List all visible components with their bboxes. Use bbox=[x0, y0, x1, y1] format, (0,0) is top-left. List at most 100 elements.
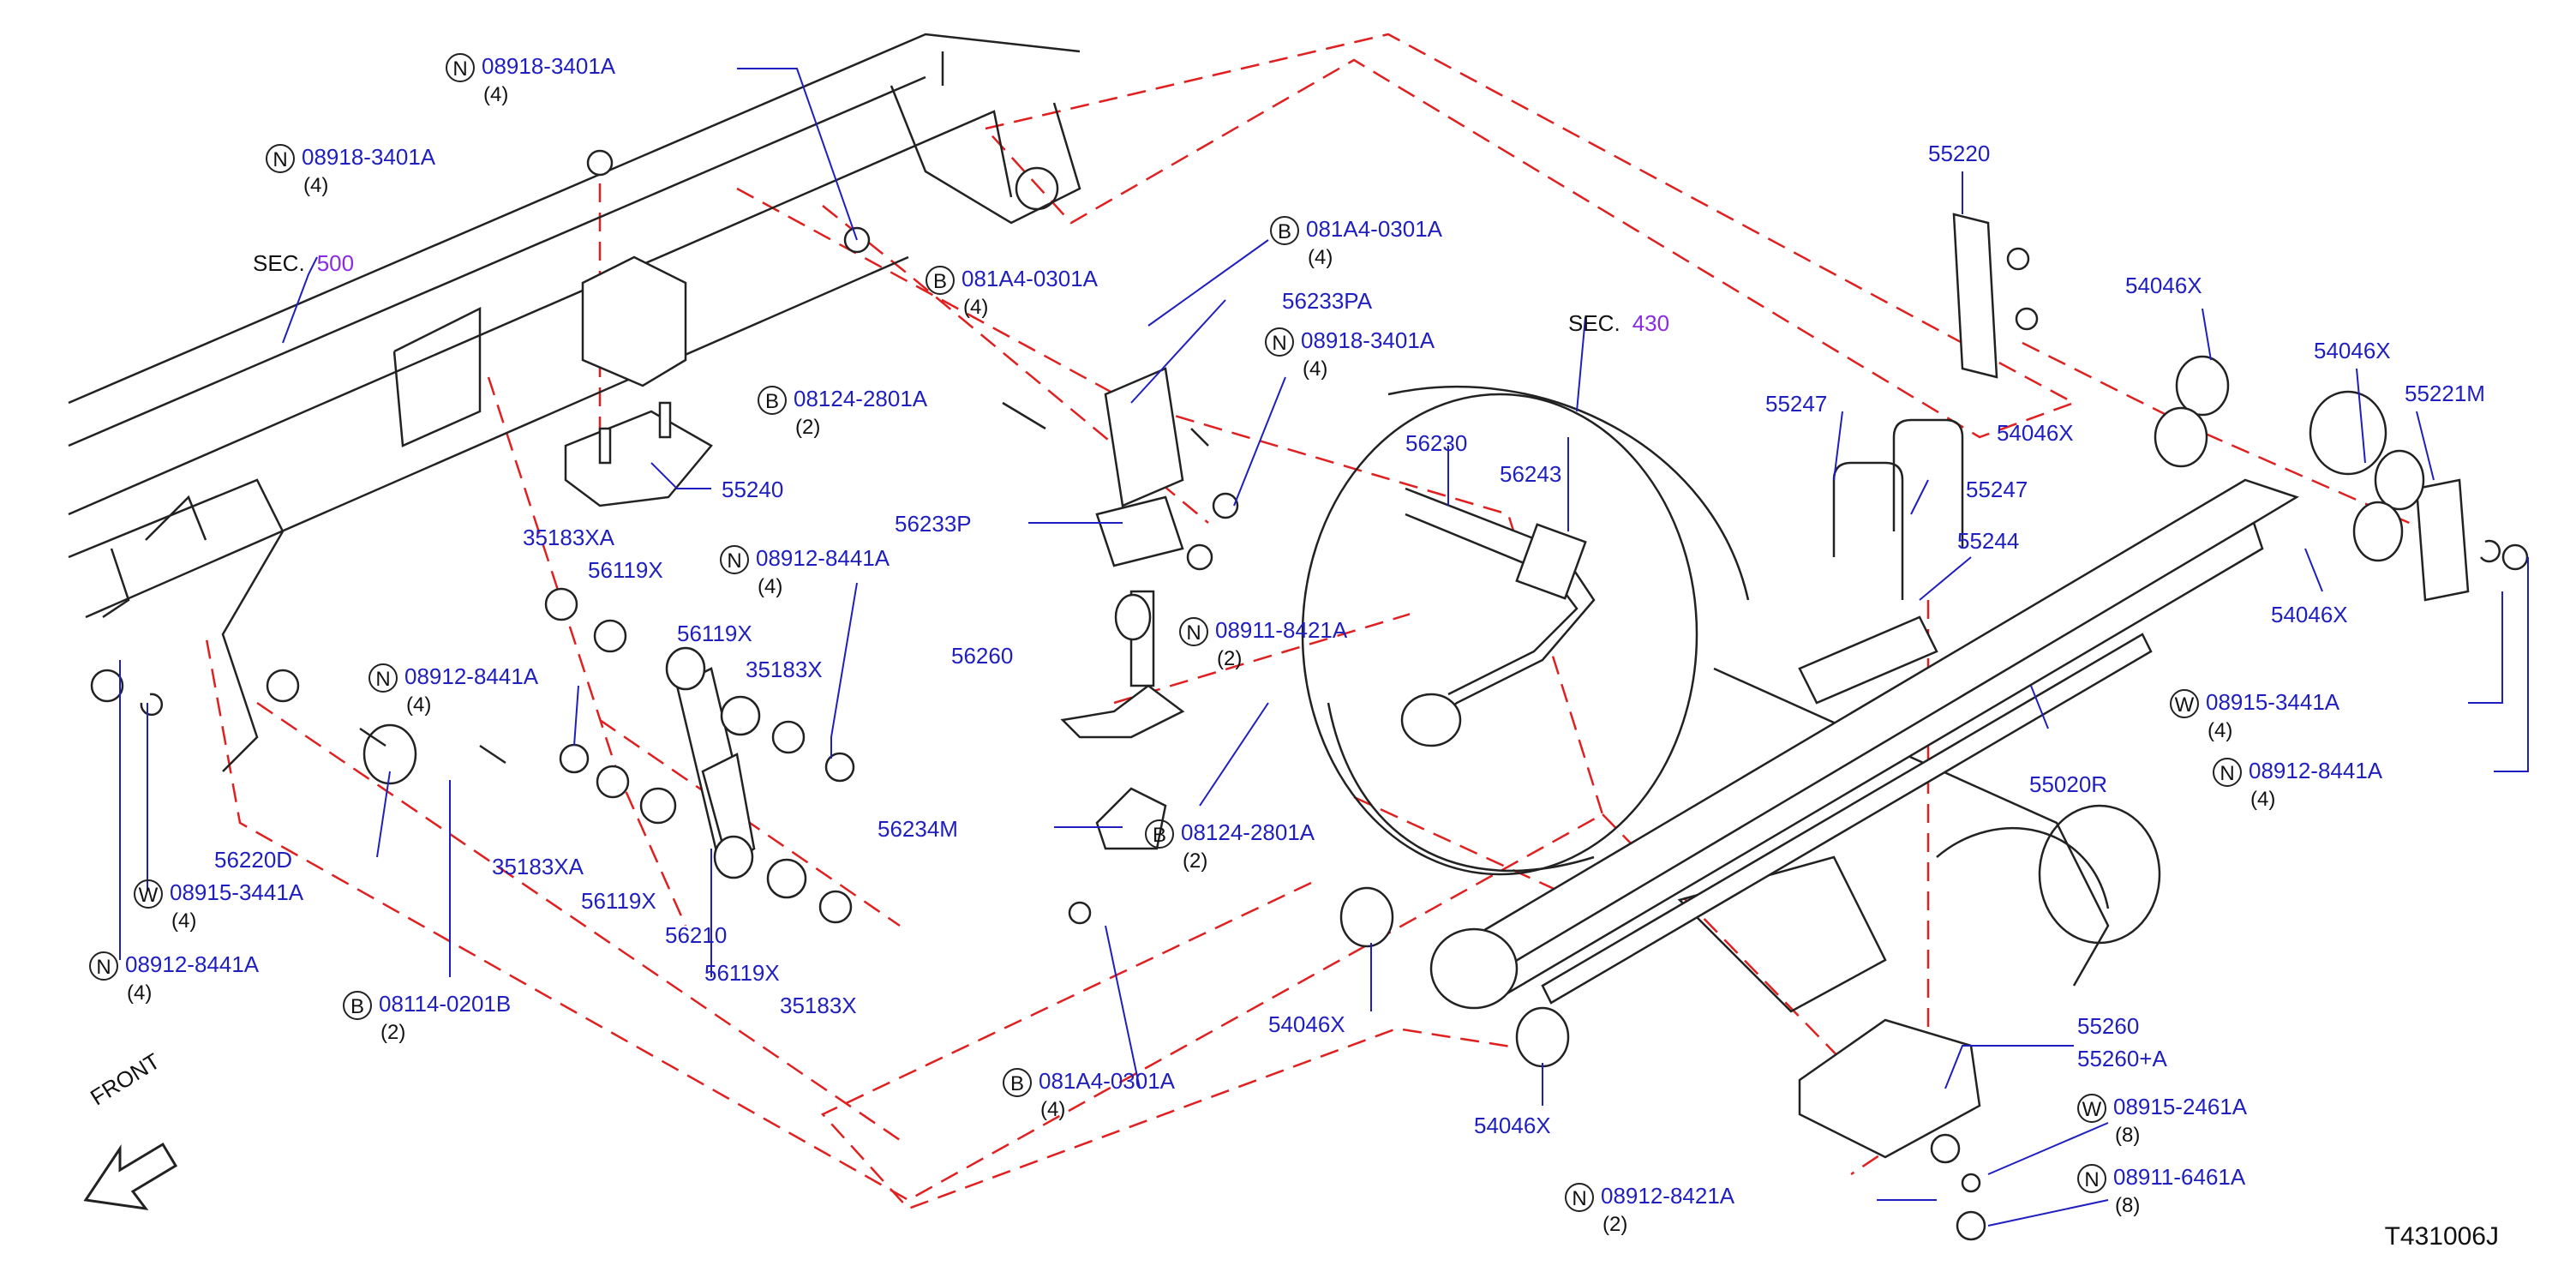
part-number: 08918-3401A bbox=[302, 144, 436, 170]
part-label[interactable]: 56260 bbox=[951, 643, 1013, 669]
part-qty: (4) bbox=[2208, 719, 2233, 742]
front-arrow-icon bbox=[83, 1142, 178, 1210]
part-badge: N bbox=[266, 144, 295, 174]
part-number: 54046X bbox=[2271, 602, 2348, 627]
part-qty: (2) bbox=[380, 1021, 406, 1044]
front-eye-hardware bbox=[90, 401, 1239, 785]
part-label[interactable]: 54046X bbox=[2271, 602, 2348, 627]
part-label[interactable]: 54046X bbox=[1997, 420, 2074, 446]
part-label[interactable]: 35183X bbox=[780, 993, 857, 1018]
part-label[interactable]: 55020R bbox=[2029, 771, 2107, 797]
part-label[interactable]: 55247 bbox=[1966, 477, 2028, 502]
part-qty: (4) bbox=[963, 296, 989, 319]
section-ref-430[interactable]: SEC.430 bbox=[1568, 310, 1669, 337]
part-label[interactable]: 56210 bbox=[665, 922, 727, 948]
part-number: 55247 bbox=[1966, 477, 2028, 502]
part-badge: W bbox=[134, 879, 163, 909]
section-number: 500 bbox=[316, 250, 355, 276]
section-number: 430 bbox=[1632, 310, 1670, 336]
part-badge: N bbox=[446, 53, 475, 83]
part-number: 55220 bbox=[1928, 141, 1991, 166]
part-qty: (4) bbox=[758, 575, 783, 598]
part-number: 56234M bbox=[878, 816, 958, 842]
part-label[interactable]: 56220D bbox=[214, 847, 292, 873]
part-qty: (4) bbox=[483, 83, 509, 106]
part-label[interactable]: 56119X bbox=[588, 557, 663, 583]
part-number: 55260 bbox=[2077, 1013, 2140, 1039]
part-number: 55244 bbox=[1957, 528, 2020, 554]
frame-rail bbox=[68, 33, 1081, 772]
section-ref-500[interactable]: SEC.500 bbox=[253, 250, 354, 277]
part-label[interactable]: 35183X bbox=[746, 657, 823, 682]
part-number: 54046X bbox=[1997, 420, 2074, 446]
part-label[interactable]: 54046X bbox=[2314, 338, 2391, 363]
part-number: 35183X bbox=[746, 657, 823, 682]
part-label[interactable]: 55220 bbox=[1928, 141, 1990, 166]
part-label[interactable]: 55240 bbox=[722, 477, 783, 502]
part-number: 35183XA bbox=[492, 854, 584, 879]
part-number: 08911-8421A bbox=[1215, 617, 1348, 643]
part-qty: (8) bbox=[2115, 1194, 2141, 1217]
part-number: 08912-8421A bbox=[1601, 1183, 1735, 1209]
part-label[interactable]: 55221M bbox=[2405, 381, 2485, 406]
part-label[interactable]: 35183XA bbox=[492, 854, 584, 879]
part-number: 56119X bbox=[581, 888, 656, 914]
axle-housing bbox=[1301, 386, 2161, 1013]
part-qty: (4) bbox=[1308, 246, 1333, 269]
part-number: 55020R bbox=[2029, 771, 2108, 797]
part-label[interactable]: N 08918-3401A (4) bbox=[266, 144, 436, 197]
part-label[interactable]: 35183XA bbox=[523, 525, 614, 550]
part-number: 081A4-0301A bbox=[1306, 216, 1443, 242]
part-label[interactable]: 55260 bbox=[2077, 1013, 2139, 1039]
part-number: 55240 bbox=[722, 477, 784, 502]
part-badge: N bbox=[2077, 1164, 2106, 1194]
part-label[interactable]: B 08114-0201B (2) bbox=[343, 991, 512, 1044]
part-number: 55221M bbox=[2405, 381, 2485, 406]
part-label[interactable]: 56119X bbox=[677, 621, 752, 646]
part-number: 08918-3401A bbox=[1301, 327, 1435, 353]
part-label[interactable]: 55244 bbox=[1957, 528, 2019, 554]
part-label[interactable]: N 08911-6461A (8) bbox=[2077, 1164, 2246, 1217]
part-number: 56243 bbox=[1500, 461, 1562, 487]
part-badge: B bbox=[343, 991, 372, 1021]
spring-bracket bbox=[564, 149, 871, 507]
part-qty: (4) bbox=[1303, 357, 1328, 381]
part-label[interactable]: 55247 bbox=[1765, 391, 1827, 417]
part-label[interactable]: 56119X bbox=[581, 888, 656, 914]
part-label[interactable]: 54046X bbox=[1474, 1113, 1551, 1138]
part-label[interactable]: 56234M bbox=[878, 816, 958, 842]
part-number: 08114-0201B bbox=[379, 991, 512, 1017]
part-qty: (4) bbox=[406, 693, 432, 717]
part-label[interactable]: 56119X bbox=[704, 960, 780, 986]
part-label[interactable]: 56230 bbox=[1405, 430, 1467, 456]
part-number: 54046X bbox=[2314, 338, 2391, 363]
part-label[interactable]: 56233P bbox=[895, 511, 972, 537]
part-number: 54046X bbox=[1268, 1011, 1345, 1037]
part-label[interactable]: 54046X bbox=[2125, 273, 2202, 298]
part-label[interactable]: 54046X bbox=[1268, 1011, 1345, 1037]
part-label[interactable]: 56243 bbox=[1500, 461, 1561, 487]
part-qty: (4) bbox=[127, 981, 153, 1005]
part-qty: (2) bbox=[795, 416, 821, 439]
part-qty: (4) bbox=[303, 174, 329, 197]
part-number: 08911-6461A bbox=[2113, 1164, 2246, 1190]
part-label[interactable]: 55260+A bbox=[2077, 1046, 2167, 1071]
part-number: 56210 bbox=[665, 922, 728, 948]
part-label[interactable]: 56233PA bbox=[1282, 288, 1372, 314]
